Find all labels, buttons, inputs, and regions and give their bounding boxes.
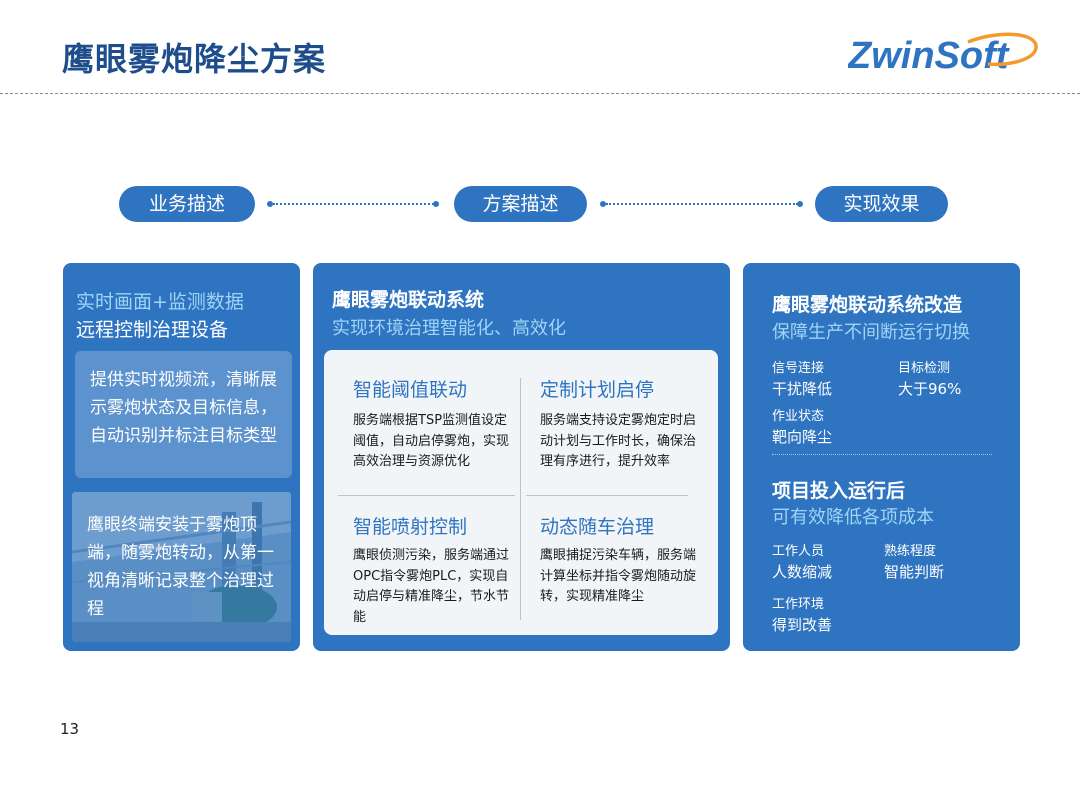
right-panel-heading-2: 项目投入运行后 xyxy=(772,480,906,502)
feature-text: 鹰眼捕捉污染车辆，服务端计算坐标并指令雾炮随动旋转，实现精准降尘 xyxy=(540,548,697,604)
info-box-text: 提供实时视频流，清晰展示雾炮状态及目标信息，自动识别并标注目标类型 xyxy=(90,370,277,446)
card-divider-horizontal xyxy=(526,495,688,496)
feature-text: 鹰眼侦测污染，服务端通过OPC指令雾炮PLC，实现自动启停与精准降尘，节水节能 xyxy=(353,548,510,625)
page-number: 13 xyxy=(60,720,80,738)
metric-value: 得到改善 xyxy=(772,616,833,634)
connector-dot xyxy=(267,201,273,207)
metric-label: 目标检测 xyxy=(898,361,951,376)
step-business-description: 业务描述 xyxy=(119,186,255,222)
connector-dot xyxy=(433,201,439,207)
right-panel-subheading-2: 可有效降低各项成本 xyxy=(772,507,934,528)
logo-text: ZwinSoft xyxy=(848,35,1010,77)
metric-label: 信号连接 xyxy=(772,361,825,376)
feature-title: 智能阈值联动 xyxy=(353,379,468,401)
feature-text: 服务端支持设定雾炮定时启动计划与工作时长，确保治理有序进行，提升效率 xyxy=(540,413,697,469)
middle-panel-heading: 鹰眼雾炮联动系统 xyxy=(332,289,485,311)
connector-line xyxy=(606,203,798,205)
zwinsoft-logo: ZwinSoft xyxy=(847,30,1044,80)
metric-label: 工作环境 xyxy=(772,597,825,612)
connector-dot xyxy=(600,201,606,207)
feature-title: 智能喷射控制 xyxy=(353,516,468,538)
step-solution-description: 方案描述 xyxy=(454,186,587,222)
photo-caption: 鹰眼终端安装于雾炮顶端，随雾炮转动，从第一视角清晰记录整个治理过程 xyxy=(87,515,274,619)
metric-value: 靶向降尘 xyxy=(772,428,833,446)
features-card xyxy=(324,350,718,635)
metric-label: 熟练程度 xyxy=(884,544,937,559)
left-panel-subheading: 远程控制治理设备 xyxy=(76,319,229,341)
step-result: 实现效果 xyxy=(815,186,948,222)
site-photo xyxy=(72,492,291,642)
metric-label: 作业状态 xyxy=(772,409,825,424)
feature-text: 服务端根据TSP监测值设定阈值，自动启停雾炮，实现高效治理与资源优化 xyxy=(353,413,510,469)
metric-value: 干扰降低 xyxy=(772,380,833,398)
metric-value: 人数缩减 xyxy=(772,563,833,581)
right-panel xyxy=(743,263,1020,651)
metric-label: 工作人员 xyxy=(772,544,825,559)
right-panel-heading: 鹰眼雾炮联动系统改造 xyxy=(772,294,963,316)
header-divider xyxy=(0,93,1080,94)
page-title: 鹰眼雾炮降尘方案 xyxy=(62,40,327,78)
metric-value: 大于96% xyxy=(898,380,962,398)
feature-title: 定制计划启停 xyxy=(540,379,655,401)
card-divider-horizontal xyxy=(338,495,515,496)
info-box xyxy=(75,351,292,478)
left-panel-heading: 实时画面+监测数据 xyxy=(76,291,244,313)
metric-value: 智能判断 xyxy=(884,563,945,581)
feature-title: 动态随车治理 xyxy=(540,516,655,538)
connector-line xyxy=(273,203,434,205)
right-panel-subheading: 保障生产不间断运行切换 xyxy=(772,322,970,343)
middle-panel-subheading: 实现环境治理智能化、高效化 xyxy=(332,318,566,339)
card-divider-vertical xyxy=(520,378,521,620)
right-panel-divider xyxy=(772,454,992,455)
connector-dot xyxy=(797,201,803,207)
